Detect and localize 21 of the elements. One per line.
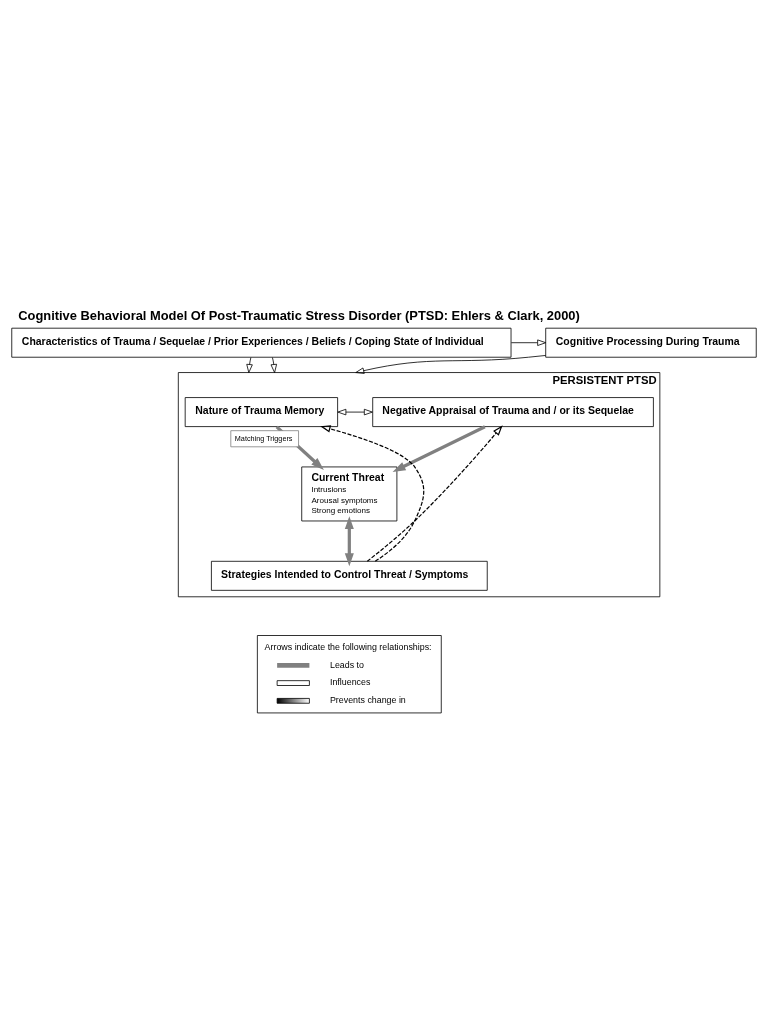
legend-label: Prevents change in [329,694,406,705]
edge-label: Matching Triggers [234,433,293,443]
node-box: Current Threat Intrusions Arousal symptoms Strong emotions [301,466,398,521]
arrow [366,424,503,562]
arrow [320,424,425,562]
arrow [355,354,547,374]
legend-label: Leads to [329,659,364,670]
node-box: Strategies Intended to Control Threat / Symptoms [211,560,488,591]
node-box: Negative Appraisal of Trauma and / or its Sequelae [372,396,654,427]
arrow [392,424,486,472]
label: Arrows indicate the following relationships: [264,641,432,652]
arrow [246,356,253,373]
node-box: Characteristics of Trauma / Sequelae / Prior Experiences / Beliefs / Coping State of Individual [11,327,512,358]
arrow [270,356,278,373]
arrow [344,515,354,566]
arrow [510,339,547,346]
legend-label: Influences [329,676,371,687]
node-box: Cognitive Processing During Trauma [545,327,757,358]
arrow [337,408,373,415]
diagram-title: Cognitive Behavioral Model Of Post-Traumatic Stress Disorder (PTSD: Ehlers & Clark, 2000) [18,307,580,323]
node-box: Nature of Trauma Memory [184,396,339,427]
